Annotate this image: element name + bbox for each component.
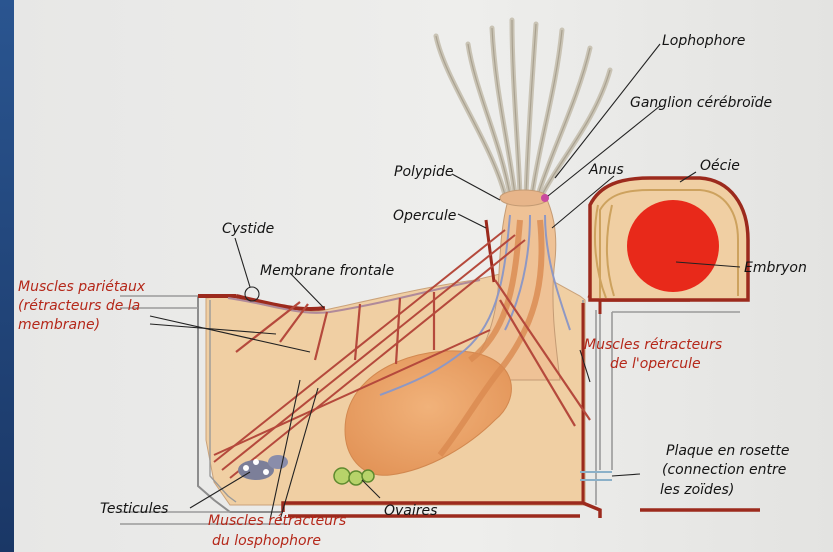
label-plaque-2: (connection entre xyxy=(662,462,786,478)
label-muscles-parietaux-1: Muscles pariétaux xyxy=(18,279,146,295)
ovaires xyxy=(334,468,374,485)
ganglion-cerebroide xyxy=(541,194,549,202)
label-muscles-opercule-1: Muscles rétracteurs xyxy=(584,337,722,353)
label-muscles-lophophore-1: Muscles rétracteurs xyxy=(208,513,346,529)
lophophore-base xyxy=(500,190,548,206)
label-testicules: Testicules xyxy=(100,501,168,517)
opercule xyxy=(486,220,494,282)
label-muscles-opercule-2: de l'opercule xyxy=(610,356,701,372)
label-plaque-3: les zoïdes) xyxy=(660,482,734,498)
label-muscles-parietaux-2: (rétracteurs de la xyxy=(18,298,140,314)
label-plaque-1: Plaque en rosette xyxy=(666,443,790,459)
embryon xyxy=(627,200,719,292)
label-polypide: Polypide xyxy=(394,164,453,180)
label-oecie: Oécie xyxy=(700,158,740,174)
label-ovaires: Ovaires xyxy=(384,503,437,519)
label-membrane-frontale: Membrane frontale xyxy=(260,263,394,279)
label-opercule: Opercule xyxy=(393,208,456,224)
label-cystide: Cystide xyxy=(222,221,274,237)
adjacent-zooid-red-wall xyxy=(600,300,760,510)
lophophore-tentacles xyxy=(436,20,610,195)
label-muscles-lophophore-2: du losphophore xyxy=(212,533,321,549)
label-lophophore: Lophophore xyxy=(662,33,745,49)
label-anus: Anus xyxy=(588,162,624,178)
label-ganglion-cerebroide: Ganglion cérébroïde xyxy=(630,95,772,111)
lophophore-tentacle-cores xyxy=(436,20,610,195)
label-embryon: Embryon xyxy=(744,260,807,276)
label-muscles-parietaux-3: membrane) xyxy=(18,317,100,333)
